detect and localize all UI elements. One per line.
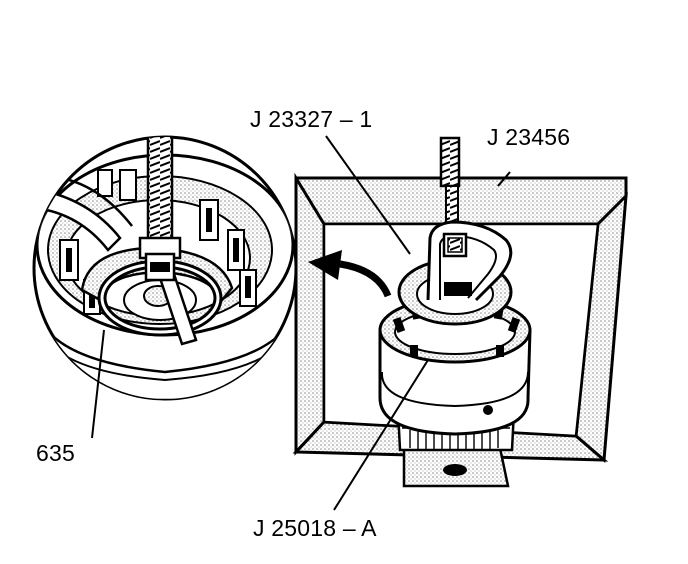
spring-compressor [397,220,513,326]
leader-635 [91,329,105,439]
label-j23456: J 23456 [487,124,571,150]
clutch-housing [378,296,532,488]
label-j25018-a: J 25018 – A [253,515,377,541]
label-635: 635 [36,440,75,466]
leader-j23456 [497,171,511,187]
detail-arrow [308,250,392,298]
leader-j23327 [325,135,411,255]
leader-j25018 [333,359,429,511]
leader-lines [91,135,511,511]
detail-view-circle [32,135,298,401]
label-j23327-1: J 23327 – 1 [250,106,373,132]
